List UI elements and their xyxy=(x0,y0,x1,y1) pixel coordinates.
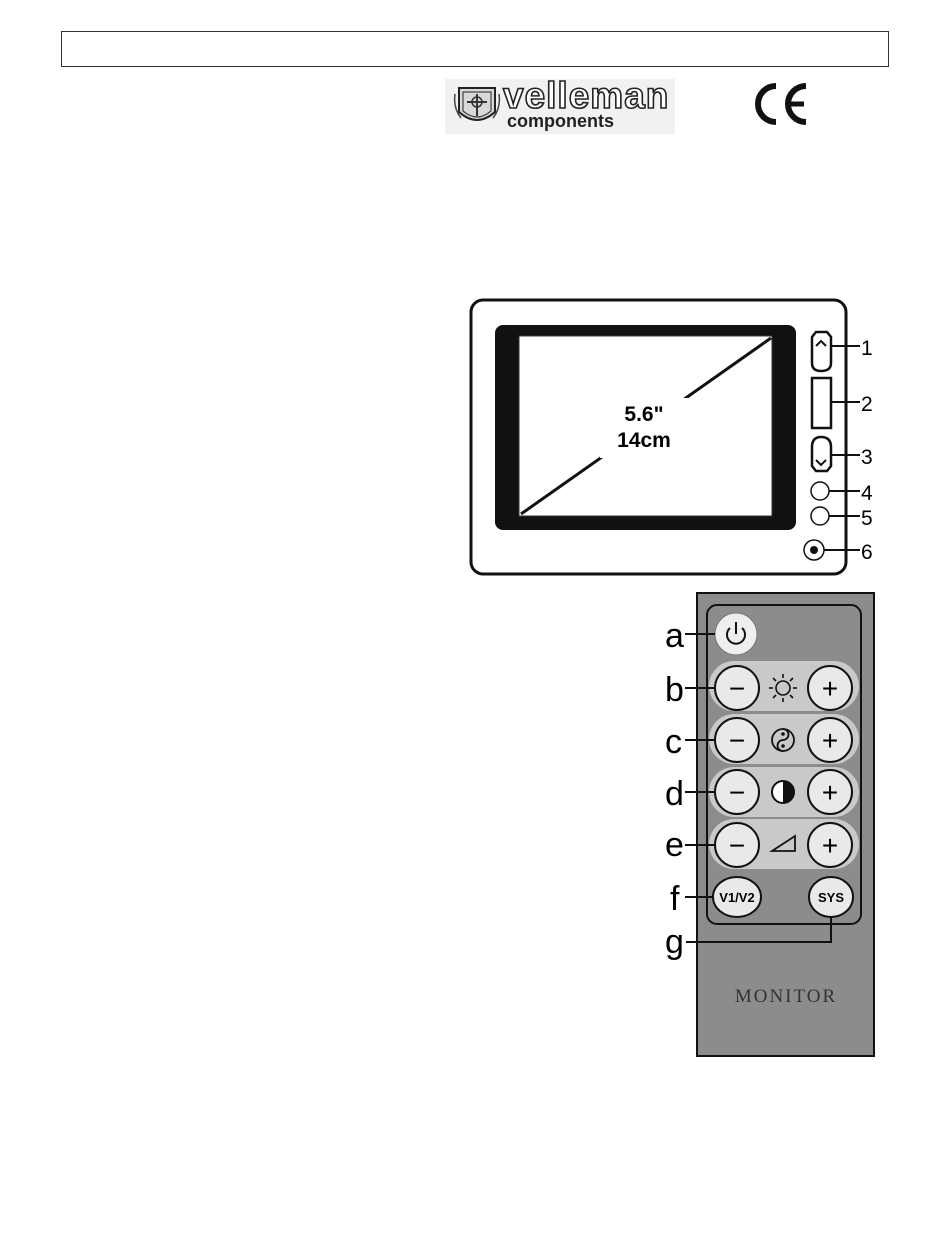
monitor-diagram: 5.6" 14cm 1 2 3 4 5 6 xyxy=(471,300,873,574)
minus-label: − xyxy=(729,673,745,704)
v1v2-label: V1/V2 xyxy=(719,890,754,905)
plus-label: + xyxy=(822,777,838,808)
callout-5: 5 xyxy=(861,507,873,530)
contrast-icon xyxy=(772,781,794,803)
minus-label: − xyxy=(729,725,745,756)
callout-f: f xyxy=(670,880,680,918)
callout-b: b xyxy=(665,671,684,709)
plus-label: + xyxy=(822,830,838,861)
callout-2: 2 xyxy=(861,393,873,416)
indicator-5 xyxy=(811,507,829,525)
callout-g: g xyxy=(665,923,684,961)
callout-6: 6 xyxy=(861,541,873,564)
callout-c: c xyxy=(665,723,682,761)
channel-up-button[interactable] xyxy=(812,332,831,371)
remote-brand-label: MONITOR xyxy=(735,986,837,1007)
callout-4: 4 xyxy=(861,482,873,505)
callout-3: 3 xyxy=(861,446,873,469)
minus-label: − xyxy=(729,830,745,861)
plus-label: + xyxy=(822,673,838,704)
sys-label: SYS xyxy=(818,890,844,905)
minus-label: − xyxy=(729,777,745,808)
center-button[interactable] xyxy=(812,378,831,428)
callout-d: d xyxy=(665,775,684,813)
callout-1: 1 xyxy=(861,337,873,360)
remote-diagram: − − − − + + + + xyxy=(665,593,874,1056)
callout-e: e xyxy=(665,826,684,864)
callout-a: a xyxy=(665,617,684,655)
ir-sensor-dot xyxy=(810,546,818,554)
plus-label: + xyxy=(822,725,838,756)
screen-size-cm: 14cm xyxy=(617,429,671,452)
indicator-4 xyxy=(811,482,829,500)
screen-size-inch: 5.6" xyxy=(624,403,663,426)
